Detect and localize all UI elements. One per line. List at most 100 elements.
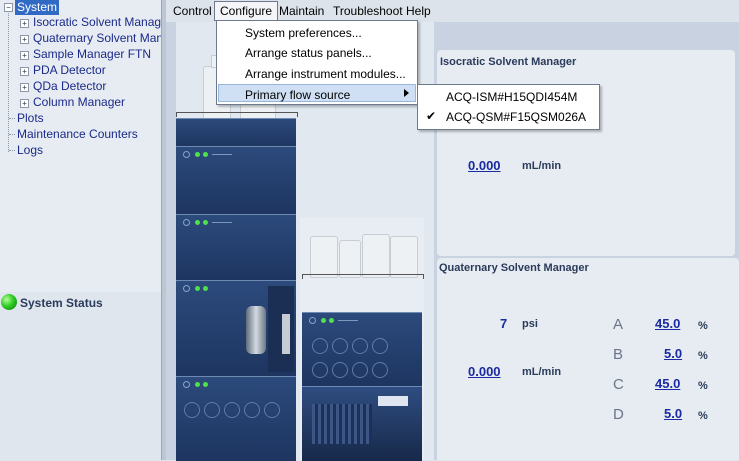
tree-item-plots[interactable]: Plots	[17, 111, 44, 125]
tree-item-qda[interactable]: QDa Detector	[33, 79, 107, 93]
status-led-icon	[203, 220, 208, 225]
isocratic-flow-unit: mL/min	[522, 160, 562, 172]
tree-item-isocratic[interactable]: Isocratic Solvent Manager	[33, 15, 172, 29]
module-strip	[212, 154, 232, 155]
configure-menu: System preferences... Arrange status pan…	[216, 20, 418, 105]
module-strip	[212, 222, 232, 223]
menu-help[interactable]: Help	[406, 4, 431, 18]
status-led-icon	[329, 318, 334, 323]
knob	[224, 402, 240, 418]
expand-icon[interactable]: +	[20, 51, 29, 60]
menu-item-primary-flow-source[interactable]: Primary flow source	[245, 88, 351, 102]
menu-item-arrange-instrument-modules[interactable]: Arrange instrument modules...	[245, 67, 406, 81]
module-top	[176, 118, 296, 147]
knob	[264, 402, 280, 418]
channel-d-unit: %	[698, 410, 708, 422]
channel-c-unit: %	[698, 380, 708, 392]
menu-item-arrange-status-panels[interactable]: Arrange status panels...	[245, 46, 372, 60]
collapse-icon[interactable]: −	[4, 3, 13, 12]
quaternary-flow-unit: mL/min	[522, 366, 562, 378]
navigation-tree: − System + Isocratic Solvent Manager + Q…	[0, 0, 176, 292]
status-led-icon	[203, 286, 208, 291]
channel-a-unit: %	[698, 320, 708, 332]
solvent-bottle	[310, 236, 338, 278]
flow-source-option-qsm[interactable]: ACQ-QSM#F15QSM026A	[446, 110, 587, 124]
knob	[312, 338, 328, 354]
flow-source-option-ism[interactable]: ACQ-ISM#H15QDI454M	[446, 90, 578, 104]
menu-item-system-preferences[interactable]: System preferences...	[245, 26, 362, 40]
power-icon	[183, 151, 190, 158]
tree-item-column-manager[interactable]: Column Manager	[33, 95, 126, 109]
channel-a-value[interactable]: 45.0	[655, 316, 681, 331]
solvent-tray	[176, 112, 298, 117]
power-icon	[309, 317, 316, 324]
status-led-icon	[321, 318, 326, 323]
knob	[204, 402, 220, 418]
splitter[interactable]	[161, 0, 166, 460]
column-holder	[268, 286, 294, 372]
menubar	[166, 0, 739, 22]
tree-connector	[9, 134, 15, 135]
quaternary-pressure-unit: psi	[522, 318, 538, 330]
expand-icon[interactable]: +	[20, 35, 29, 44]
menu-maintain[interactable]: Maintain	[279, 4, 325, 18]
module-pda	[176, 214, 296, 281]
status-led-icon	[203, 152, 208, 157]
expand-icon[interactable]: +	[20, 67, 29, 76]
channel-b-label: B	[613, 346, 624, 363]
solvent-tray	[302, 274, 424, 279]
module-solvent-manager	[176, 146, 296, 215]
module-base	[176, 376, 296, 461]
menu-troubleshoot[interactable]: Troubleshoot	[333, 4, 403, 18]
channel-d-label: D	[613, 406, 624, 423]
tree-item-maintenance[interactable]: Maintenance Counters	[17, 127, 138, 141]
tree-item-sample-manager[interactable]: Sample Manager FTN	[33, 47, 152, 61]
knob	[332, 362, 348, 378]
power-icon	[183, 219, 190, 226]
module-strip	[338, 320, 358, 321]
solvent-bottle	[390, 236, 418, 278]
system-status-label: System Status	[20, 296, 103, 310]
system-status-area	[0, 292, 161, 460]
tree-item-pda[interactable]: PDA Detector	[33, 63, 106, 77]
expand-icon[interactable]: +	[20, 19, 29, 28]
quaternary-panel	[437, 258, 739, 460]
menu-configure[interactable]: Configure	[214, 1, 279, 21]
menu-control[interactable]: Control	[173, 4, 212, 18]
knob	[312, 362, 328, 378]
knob	[184, 402, 200, 418]
knob	[244, 402, 260, 418]
isocratic-flow-value[interactable]: 0.000	[468, 158, 501, 173]
module-badge	[378, 396, 408, 406]
tree-item-quaternary[interactable]: Quaternary Solvent Manag	[33, 31, 177, 45]
knob	[372, 338, 388, 354]
tree-item-logs[interactable]: Logs	[17, 143, 44, 157]
tree-item-system[interactable]: System	[15, 0, 60, 15]
knob	[332, 338, 348, 354]
status-led-icon	[195, 286, 200, 291]
vent-grille	[312, 404, 372, 444]
status-led-icon	[1, 294, 17, 310]
expand-icon[interactable]: +	[20, 83, 29, 92]
channel-a-label: A	[613, 316, 624, 333]
flow-source-submenu: ACQ-ISM#H15QDI454M ✔ ACQ-QSM#F15QSM026A	[417, 84, 600, 130]
quaternary-flow-value[interactable]: 0.000	[468, 364, 501, 379]
menu-highlight	[218, 84, 416, 102]
solvent-bottle	[339, 240, 361, 278]
knob	[352, 362, 368, 378]
status-led-icon	[203, 382, 208, 387]
channel-c-value[interactable]: 45.0	[655, 376, 681, 391]
isocratic-panel-title: Isocratic Solvent Manager	[440, 56, 577, 68]
channel-b-value[interactable]: 5.0	[664, 346, 683, 361]
expand-icon[interactable]: +	[20, 99, 29, 108]
channel-c-label: C	[613, 376, 624, 393]
status-led-icon	[195, 152, 200, 157]
column-door	[246, 306, 266, 354]
tree-connector	[8, 8, 9, 152]
quaternary-panel-title: Quaternary Solvent Manager	[439, 262, 589, 274]
status-led-icon	[195, 382, 200, 387]
channel-d-value[interactable]: 5.0	[664, 406, 683, 421]
channel-b-unit: %	[698, 350, 708, 362]
tree-connector	[9, 118, 15, 119]
status-led-icon	[195, 220, 200, 225]
